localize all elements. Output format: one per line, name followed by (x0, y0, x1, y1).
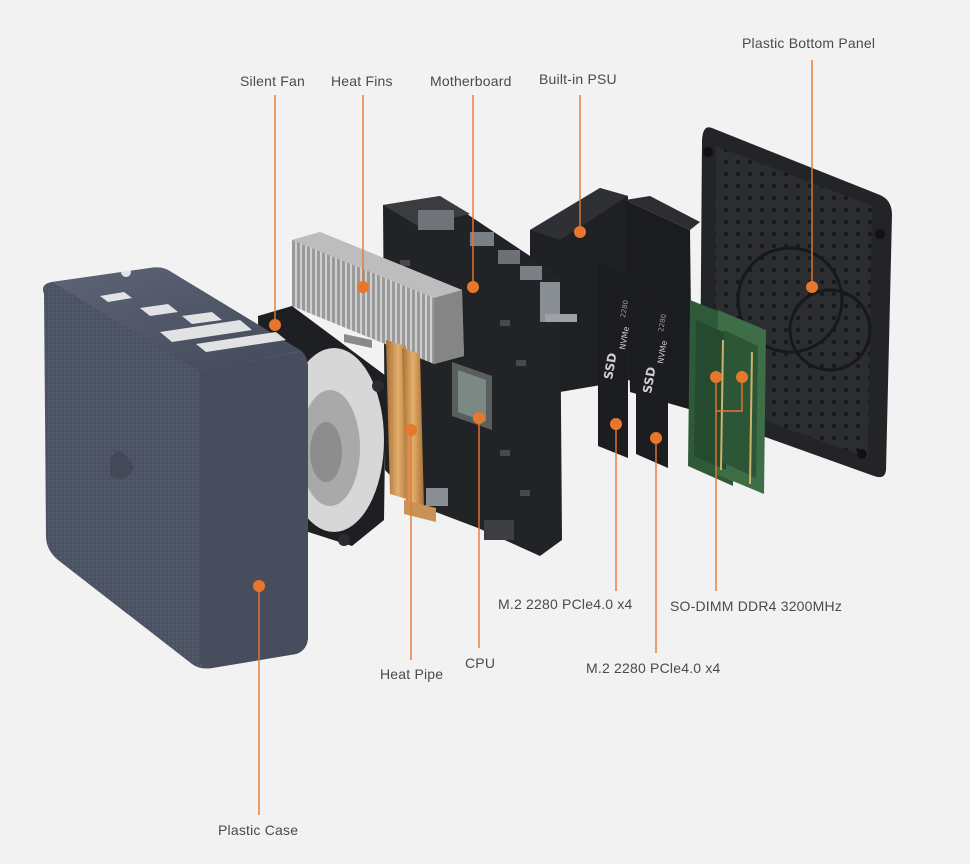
ssd-b-type: NVMe (656, 340, 669, 365)
label-silent-fan: Silent Fan (240, 73, 306, 89)
heat-pipe (344, 334, 436, 522)
dot-so-dimm-a (710, 371, 722, 383)
label-m2-slot-b: M.2 2280 PCle4.0 x4 (586, 660, 721, 676)
plastic-case (43, 267, 308, 669)
callout-dots (253, 226, 818, 592)
dot-motherboard (467, 281, 479, 293)
label-built-in-psu: Built-in PSU (539, 71, 617, 87)
ssd-b-form: 2280 (657, 313, 668, 332)
ssd-a-type: NVMe (618, 326, 631, 351)
heat-fins (292, 232, 464, 364)
dot-plastic-bottom-panel (806, 281, 818, 293)
label-m2-slot-a: M.2 2280 PCle4.0 x4 (498, 596, 633, 612)
dot-silent-fan (269, 319, 281, 331)
so-dimm-modules (688, 300, 766, 494)
dot-m2-slot-b (650, 432, 662, 444)
dot-so-dimm-b (736, 371, 748, 383)
dot-cpu (473, 412, 485, 424)
label-plastic-case: Plastic Case (218, 822, 299, 838)
label-heat-pipe: Heat Pipe (380, 666, 444, 682)
leader-lines (258, 60, 813, 815)
ssd-modules: SSD NVMe 2280 SSD NVMe 2280 (598, 262, 669, 468)
dot-m2-slot-a (610, 418, 622, 430)
ssd-a-form: 2280 (619, 299, 630, 318)
label-heat-fins: Heat Fins (331, 73, 393, 89)
label-motherboard: Motherboard (430, 73, 512, 89)
label-cpu: CPU (465, 655, 496, 671)
label-plastic-bottom-panel: Plastic Bottom Panel (742, 35, 876, 51)
dot-built-in-psu (574, 226, 586, 238)
dot-heat-fins (357, 281, 369, 293)
dot-heat-pipe (405, 424, 417, 436)
ssd-a-brand: SSD (601, 352, 619, 381)
dot-plastic-case (253, 580, 265, 592)
label-so-dimm: SO-DIMM DDR4 3200MHz (670, 598, 843, 614)
ssd-b-brand: SSD (640, 366, 658, 395)
